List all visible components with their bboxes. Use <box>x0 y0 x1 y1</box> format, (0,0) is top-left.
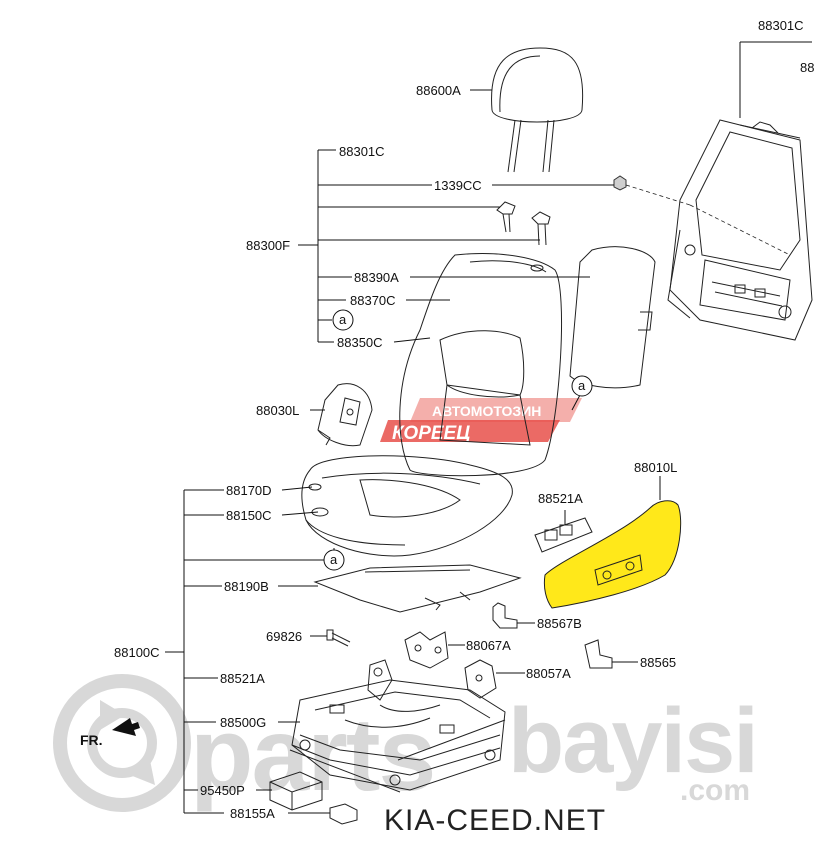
side-trim-88030L <box>317 383 373 447</box>
label-88150C: 88150C <box>226 508 272 523</box>
front-direction-indicator <box>112 718 140 736</box>
label-88600A: 88600A <box>416 83 461 98</box>
label-88190B: 88190B <box>224 579 269 594</box>
label-88030L: 88030L <box>256 403 299 418</box>
ref-circle-a-1 <box>332 309 354 331</box>
label-88390A: 88390A <box>354 270 399 285</box>
label-88010L: 88010L <box>634 460 677 475</box>
label-88370C: 88370C <box>350 293 396 308</box>
label-88350C: 88350C <box>337 335 383 350</box>
label-88067A: 88067A <box>466 638 511 653</box>
headrest-88600A <box>491 47 584 173</box>
badge-text-top: АВТОМОТОЗИН <box>432 403 541 419</box>
label-a-1: a <box>339 312 347 327</box>
watermark-brand-left: parts <box>190 697 434 813</box>
label-88521A-right: 88521A <box>538 491 583 506</box>
clips <box>496 201 551 246</box>
label-88565: 88565 <box>640 655 676 670</box>
seat-track-88500G <box>289 659 506 793</box>
side-shield-88010L <box>543 500 682 609</box>
module-95450P <box>269 771 323 811</box>
label-88301C: 88301C <box>339 144 385 159</box>
bracket-88565 <box>584 639 613 669</box>
seatback-frame <box>667 119 813 341</box>
back-pad-88390A <box>569 246 656 389</box>
label-a-2: a <box>578 378 586 393</box>
label-88155A: 88155A <box>230 806 275 821</box>
label-88100C: 88100C <box>114 645 160 660</box>
watermark-logo <box>53 674 191 812</box>
label-88300F: 88300F <box>246 238 290 253</box>
bracket-88067A <box>404 631 449 669</box>
label-a-3: a <box>330 552 338 567</box>
ref-circle-a-2 <box>571 375 593 397</box>
label-88170D: 88170D <box>226 483 272 498</box>
watermark-brand-right: bayisi <box>508 690 757 792</box>
bolt-69826 <box>326 629 351 647</box>
label-88057A: 88057A <box>526 666 571 681</box>
connector-88155A <box>329 803 358 825</box>
cushion-cover <box>301 455 513 557</box>
label-69826: 69826 <box>266 629 302 644</box>
label-88567B: 88567B <box>537 616 582 631</box>
cushion-pad-88190B <box>313 564 522 613</box>
bracket-88057A <box>464 659 497 699</box>
badge-text-bottom: КОРЕЕЦ <box>392 423 470 444</box>
part-labels: 88301C 88 88600A 88301C 1339CC 88300F 88… <box>114 18 814 821</box>
label-88301C-top-cut: 88 <box>800 60 814 75</box>
badge-watermark: АВТОМОТОЗИН КОРЕЕЦ <box>380 398 582 444</box>
switch-88521A <box>534 517 593 553</box>
label-1339CC: 1339CC <box>434 178 482 193</box>
ref-circle-a-3 <box>323 549 345 571</box>
label-95450P: 95450P <box>200 783 245 798</box>
label-88500G: 88500G <box>220 715 266 730</box>
site-watermark: KIA-CEED.NET <box>384 804 606 837</box>
leader-lines <box>165 41 812 814</box>
bracket-88567B <box>492 602 518 629</box>
watermark-brand-com: .com <box>680 774 750 807</box>
bolt-1339CC <box>613 175 627 191</box>
back-cover-88370C <box>399 253 563 477</box>
front-direction-label: FR. <box>80 732 103 748</box>
label-88301C-top: 88301C <box>758 18 804 33</box>
label-88521A-left: 88521A <box>220 671 265 686</box>
